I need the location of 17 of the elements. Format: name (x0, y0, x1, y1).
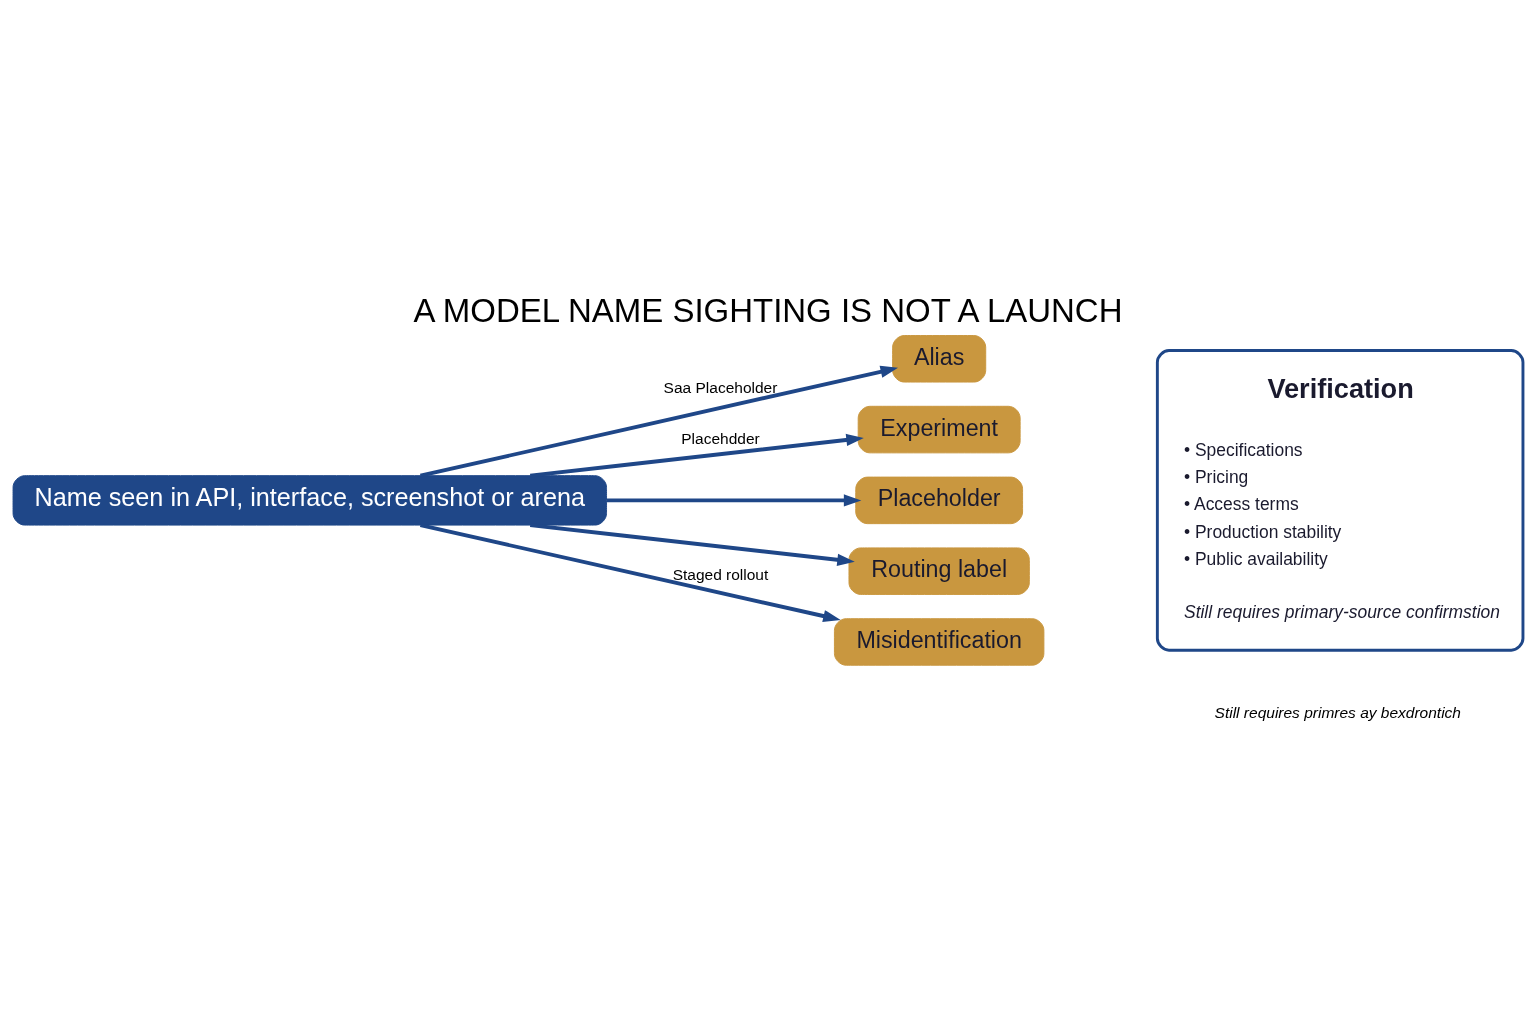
arrow (420, 522, 841, 622)
arrow (606, 493, 862, 506)
edge-label: Staged rollout (672, 565, 769, 583)
arrow (530, 433, 864, 478)
arrow (420, 365, 898, 478)
arrow (530, 522, 855, 566)
diagram-title: A MODEL NAME SIGHTING IS NOT A LAUNCH (413, 291, 1123, 329)
node-box: Name seen in API, interface, screenshot or arena (12, 474, 607, 526)
node-box: Placeholder (855, 476, 1024, 524)
node-box: Experiment (857, 405, 1021, 453)
edge-label: Saa Placeholder (663, 378, 778, 396)
edge-label: Placehdder (681, 429, 760, 447)
label: Still requires primres ay bexdrontich (1214, 703, 1461, 721)
node-box: Alias (892, 334, 987, 383)
node-box: Verification • Specifications • Pricing • Access terms • Production stability • Public availability Still requires primary-source confirmstion (1155, 348, 1525, 652)
node-box: Routing label (848, 546, 1030, 595)
node-box: Misidentification (833, 617, 1045, 666)
